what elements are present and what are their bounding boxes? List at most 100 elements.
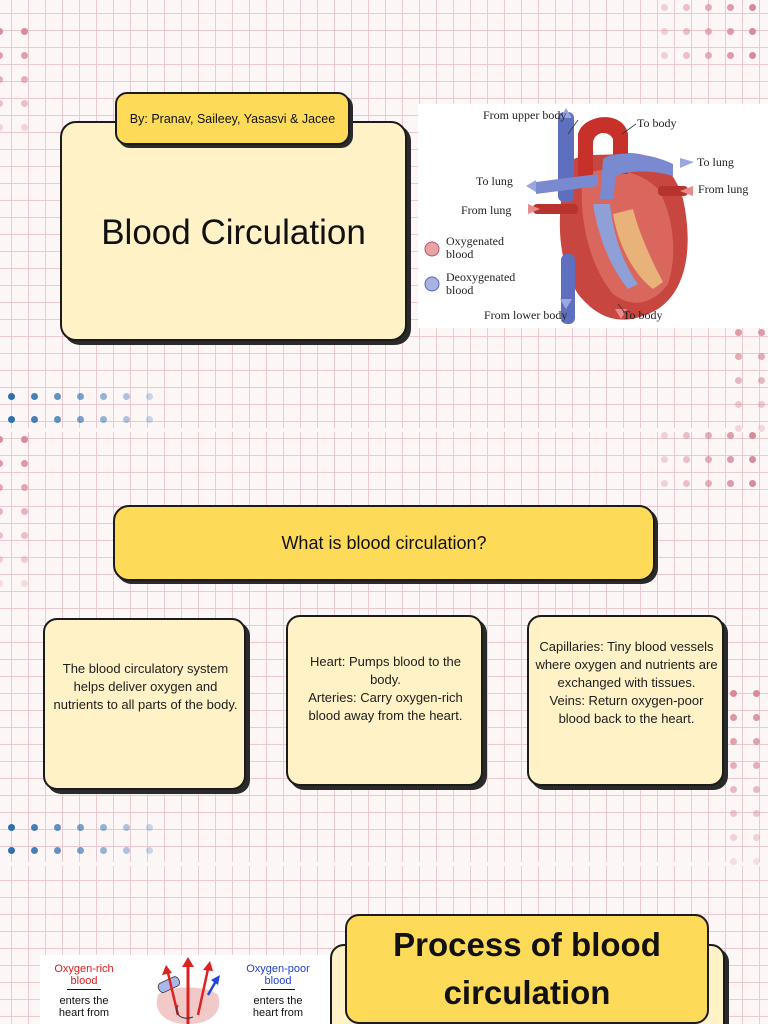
decorative-dot [77,416,84,423]
decorative-dot [100,847,107,854]
label-to-body-top: To body [637,116,677,130]
section-divider [0,428,768,432]
decorative-dot [730,690,737,697]
decorative-dot [735,353,742,360]
label-to-lung-right: To lung [697,155,734,169]
decorative-dot [21,580,28,587]
decorative-dot [0,460,3,467]
decorative-dot [146,824,153,831]
decorative-dot [683,52,690,59]
decorative-dot [54,393,61,400]
decorative-dot [753,834,760,841]
mini-heart-illustration [156,957,220,1024]
label-from-lung-left: From lung [461,203,512,217]
decorative-dot [730,834,737,841]
decorative-dot [8,416,15,423]
decorative-dot [661,456,668,463]
decorative-dot [146,847,153,854]
authors-text: By: Pranav, Saileey, Yasasvi & Jacee [129,111,336,126]
decorative-dot [0,124,3,131]
decorative-dot [21,532,28,539]
decorative-dot [54,416,61,423]
decorative-dot [31,824,38,831]
decorative-dot [749,432,756,439]
oxygen-poor-label: Oxygen-poor blood [246,963,310,987]
decorative-dot [749,52,756,59]
decorative-dot [661,52,668,59]
decorative-dot [730,810,737,817]
decorative-dot [753,786,760,793]
decorative-dot [21,52,28,59]
oxygen-rich-rule [67,989,101,990]
decorative-dot [8,824,15,831]
info-card-capillaries-veins: Capillaries: Tiny blood vessels where ox… [527,615,724,786]
decorative-dot [77,847,84,854]
decorative-dot [21,556,28,563]
decorative-dot [54,824,61,831]
decorative-dot [123,393,130,400]
decorative-dot [735,425,742,432]
decorative-dot [0,532,3,539]
process-title-line2: circulation [443,974,611,1011]
decorative-dot [77,824,84,831]
decorative-dot [21,436,28,443]
bottom-heart-diagram: Oxygen-rich blood enters the heart from … [40,955,330,1024]
decorative-dot [0,436,3,443]
heart-diagram: From upper body To body To lung To lung … [418,104,768,328]
decorative-dot [31,416,38,423]
oxygen-poor-caption: enters the heart from [252,995,304,1019]
decorative-dot [727,432,734,439]
decorative-dot [749,456,756,463]
decorative-dot [0,28,3,35]
decorative-dot [100,824,107,831]
legend-deoxygenated: Deoxygenated blood [446,270,516,297]
decorative-dot [758,353,765,360]
decorative-dot [749,28,756,35]
decorative-dot [705,456,712,463]
decorative-dot [705,28,712,35]
decorative-dot [758,377,765,384]
decorative-dot [100,416,107,423]
decorative-dot [31,847,38,854]
decorative-dot [727,480,734,487]
decorative-dot [21,28,28,35]
process-title-box: Process of blood circulation [345,914,709,1024]
decorative-dot [54,847,61,854]
heart-illustration [424,108,694,324]
decorative-dot [21,124,28,131]
label-from-lower-body: From lower body [484,308,568,322]
decorative-dot [705,480,712,487]
decorative-dot [21,460,28,467]
question-banner: What is blood circulation? [113,505,655,581]
decorative-dot [730,762,737,769]
decorative-dot [730,858,737,865]
decorative-dot [8,393,15,400]
info-card-heart-arteries-text: Heart: Pumps blood to the body. Arteries… [308,654,463,723]
decorative-dot [705,52,712,59]
decorative-dot [683,4,690,11]
decorative-dot [0,76,3,83]
decorative-dot [758,329,765,336]
info-card-system: The blood circulatory system helps deliv… [43,618,246,790]
info-card-capillaries-veins-text: Capillaries: Tiny blood vessels where ox… [535,639,718,726]
decorative-dot [730,738,737,745]
title-card: Blood Circulation [60,121,407,341]
decorative-dot [705,432,712,439]
info-card-heart-arteries: Heart: Pumps blood to the body. Arteries… [286,615,483,786]
decorative-dot [123,824,130,831]
decorative-dot [727,4,734,11]
decorative-dot [8,847,15,854]
decorative-dot [749,4,756,11]
decorative-dot [727,456,734,463]
decorative-dot [730,714,737,721]
decorative-dot [0,52,3,59]
decorative-dot [21,484,28,491]
decorative-dot [146,416,153,423]
decorative-dot [0,556,3,563]
decorative-dot [683,480,690,487]
decorative-dot [123,416,130,423]
label-to-lung-left: To lung [476,174,513,188]
authors-badge: By: Pranav, Saileey, Yasasvi & Jacee [115,92,350,145]
page-title: Blood Circulation [101,213,366,252]
label-to-body-bottom: To body [623,308,663,322]
